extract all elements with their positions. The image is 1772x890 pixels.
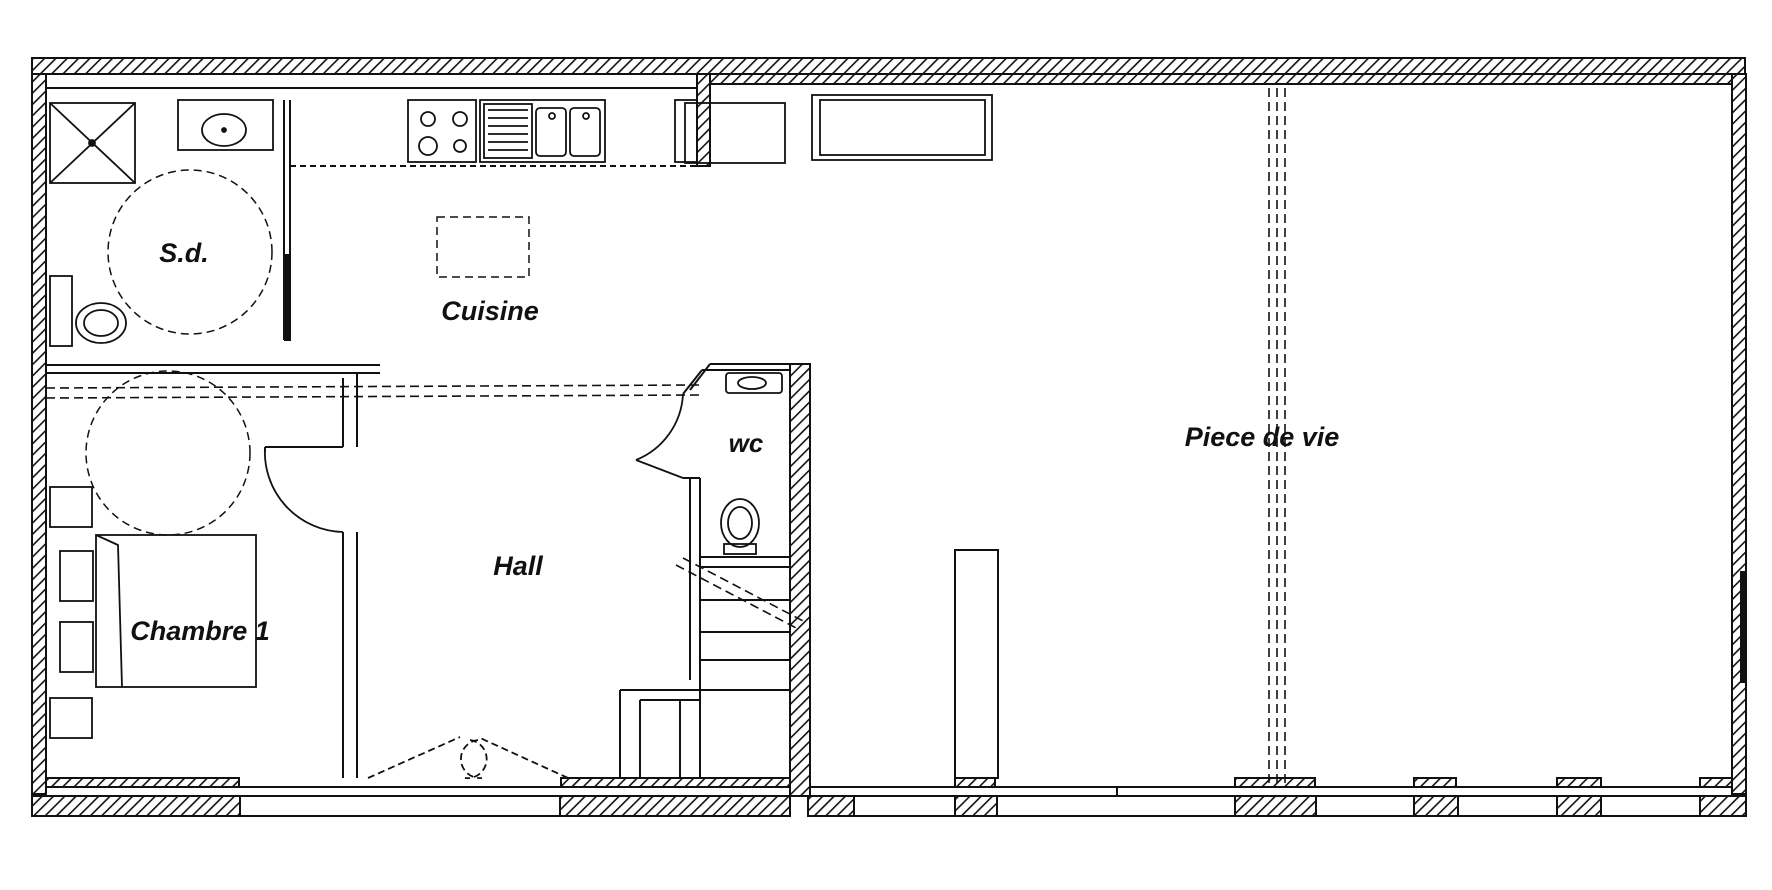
wall-outlines [45, 84, 1733, 817]
interior-walls [696, 73, 811, 797]
bathroom-toilet [49, 275, 127, 347]
bathroom-turning-circle [107, 169, 273, 335]
bedroom-turning-circle [85, 370, 251, 536]
bathroom-sink [177, 99, 274, 151]
kitchen-cabinets [674, 94, 993, 164]
room-label-piece-de-vie: Piece de vie [1185, 422, 1340, 452]
room-label-cuisine: Cuisine [441, 296, 539, 326]
room-label-chambre: Chambre 1 [130, 616, 270, 646]
room-labels: S.d. Cuisine wc Hall Chambre 1 Piece de … [130, 238, 1339, 646]
shower [49, 102, 136, 184]
room-label-wc: wc [729, 428, 764, 458]
partition-lines [46, 100, 1747, 779]
room-label-hall: Hall [493, 551, 543, 581]
room-label-sd: S.d. [159, 238, 209, 268]
kitchen-table [436, 216, 530, 278]
kitchen-cooktop [407, 99, 477, 163]
wc-sink [725, 372, 783, 394]
kitchen-sink [479, 99, 606, 163]
doors [263, 393, 684, 780]
bed [49, 486, 257, 739]
dashed-beams [45, 88, 1286, 787]
wc-toilet [720, 498, 760, 555]
